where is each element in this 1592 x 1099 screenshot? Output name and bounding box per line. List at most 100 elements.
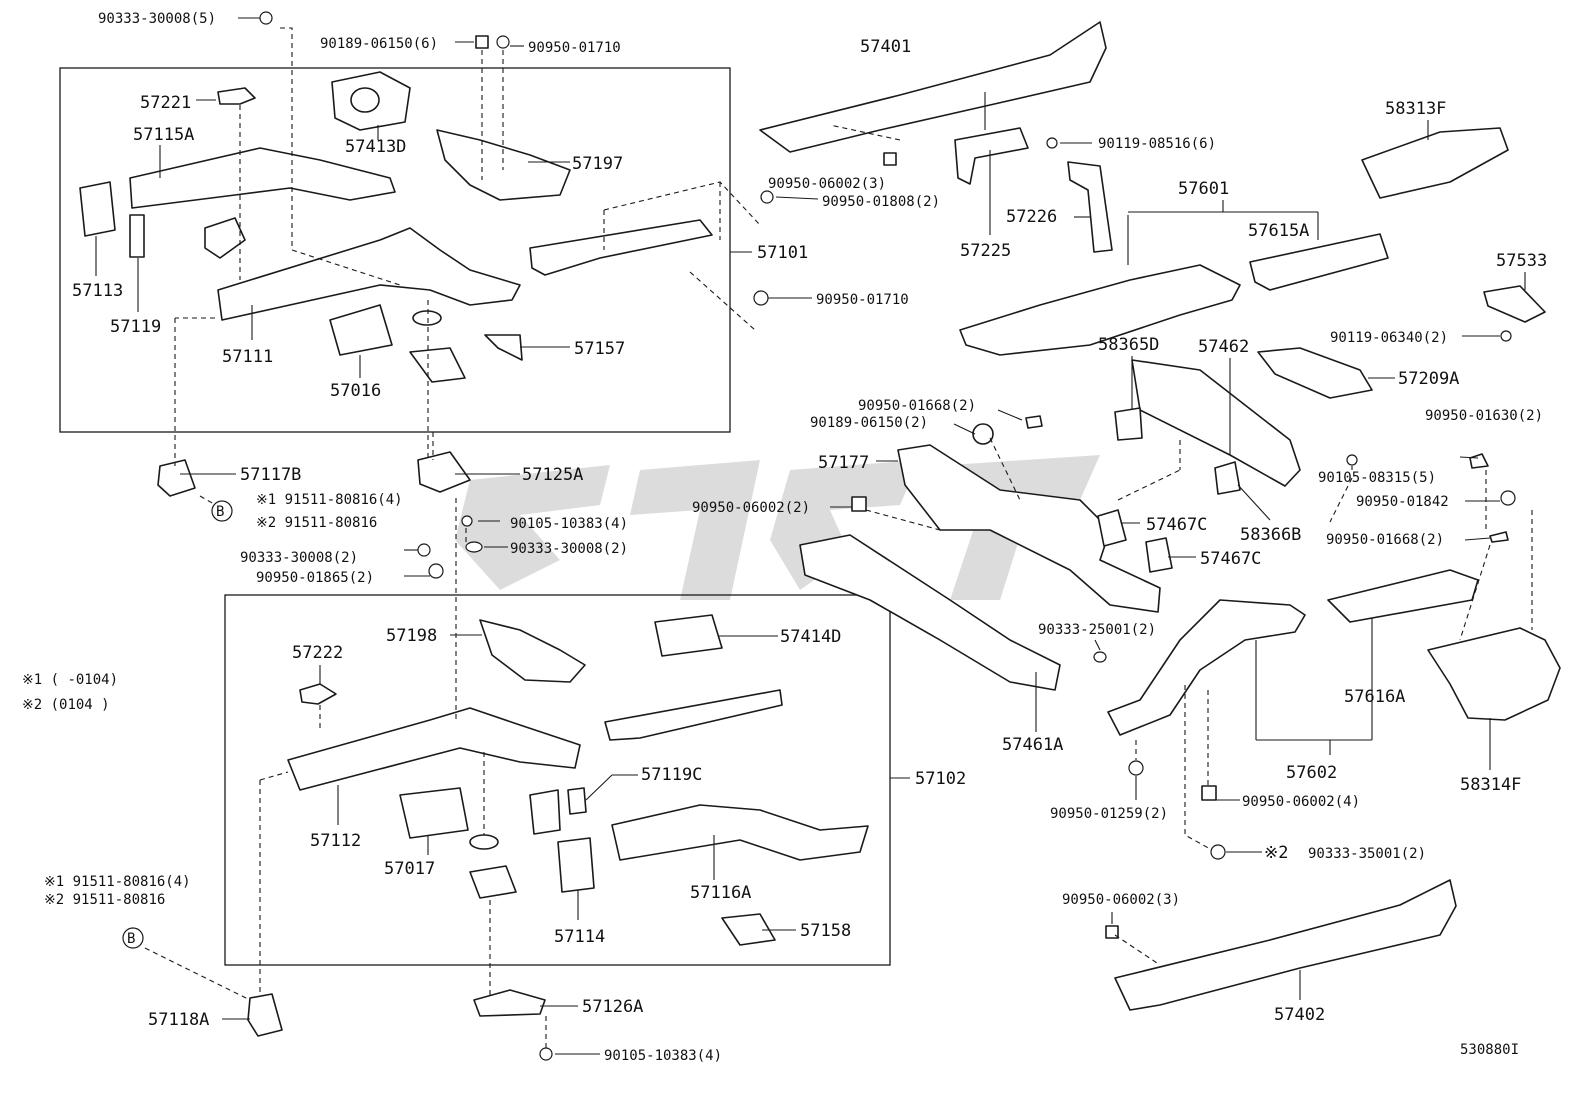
legend-note-1: ※1 ( -0104) [22, 672, 118, 688]
label-58314F: 58314F [1460, 775, 1521, 795]
label-57413D: 57413D [345, 137, 406, 157]
ref-circle-b-1 [211, 500, 233, 522]
bracket-57533-shape [1483, 285, 1546, 323]
label-57462: 57462 [1198, 337, 1249, 357]
label-90189-06150-2: 90189-06150(2) [810, 415, 928, 431]
group-box-57101 [59, 67, 731, 433]
label-57113: 57113 [72, 281, 123, 301]
label-58313F: 58313F [1385, 99, 1446, 119]
plate-57157-shape [484, 334, 523, 361]
label-58365D: 58365D [1098, 335, 1159, 355]
label-57209A: 57209A [1398, 369, 1459, 389]
label-90950-01668-2-b: 90950-01668(2) [1326, 532, 1444, 548]
label-90105-08315-5: 90105-08315(5) [1318, 470, 1436, 486]
crossmember-57177-shape [897, 444, 1161, 613]
label-57533: 57533 [1496, 251, 1547, 271]
bracket-57118A-shape [247, 993, 283, 1037]
label-57414D: 57414D [780, 627, 841, 647]
label-57467C-1: 57467C [1146, 515, 1207, 535]
label-90950-01710-top: 90950-01710 [528, 40, 621, 56]
label-57119: 57119 [110, 317, 161, 337]
reference-labels: ※1 91511-80816(4) ※2 91511-80816 ※1 9151… [22, 492, 1288, 908]
rocker-57402-shape [1114, 879, 1457, 1011]
brace-57198-shape [479, 619, 586, 683]
label-57111: 57111 [222, 347, 273, 367]
label-90333-30008-2-b: 90333-30008(2) [510, 541, 628, 557]
label-90950-01842: 90950-01842 [1356, 494, 1449, 510]
label-57157: 57157 [574, 339, 625, 359]
bracket-58314F-shape [1427, 627, 1561, 721]
label-57158: 57158 [800, 921, 851, 941]
label-90950-01710-mid: 90950-01710 [816, 292, 909, 308]
brace-57197-shape [436, 129, 571, 201]
label-58366B: 58366B [1240, 525, 1301, 545]
label-57402: 57402 [1274, 1005, 1325, 1025]
label-90950-06002-2: 90950-06002(2) [692, 500, 810, 516]
label-57112: 57112 [310, 831, 361, 851]
ref-note-1a: ※1 91511-80816(4) [256, 492, 403, 508]
bracket-57125A-shape [417, 451, 471, 493]
bracket-57414D-shape [654, 614, 723, 657]
label-57197: 57197 [572, 154, 623, 174]
dashed-assembly-lines [144, 27, 1533, 1048]
member-57615A-shape [1249, 233, 1389, 291]
leader-lines [95, 17, 1526, 1055]
group-box-57102 [224, 594, 891, 966]
member-57461A-shape [799, 534, 1061, 691]
label-90950-06002-3-top: 90950-06002(3) [768, 176, 886, 192]
label-57198: 57198 [386, 626, 437, 646]
label-57125A: 57125A [522, 465, 583, 485]
bracket-57126A-shape [473, 989, 546, 1017]
brace-57226-shape [1067, 161, 1113, 253]
label-57461A: 57461A [1002, 735, 1063, 755]
bracket-57017-shape [399, 787, 469, 839]
bracket-57222-shape [299, 683, 337, 705]
rocker-57401-shape [759, 21, 1107, 153]
label-57225: 57225 [960, 241, 1011, 261]
member-57602-shape [1107, 599, 1306, 736]
member-57116A-shape [611, 804, 869, 861]
ref-circle-b-2-label: B [127, 931, 135, 947]
mount-57467C-1-shape [1097, 509, 1127, 547]
label-90105-10383-4-a: 90105-10383(4) [510, 516, 628, 532]
side-member-57101-shape [529, 219, 713, 276]
ref-note-2a: ※1 91511-80816(4) [44, 874, 191, 890]
label-57401: 57401 [860, 37, 911, 57]
label-90950-01630-2: 90950-01630(2) [1425, 408, 1543, 424]
label-57117B: 57117B [240, 465, 301, 485]
ref-circle-b-2 [122, 927, 144, 949]
label-90950-01668-2-a: 90950-01668(2) [858, 398, 976, 414]
brace-57225-shape [954, 127, 1029, 185]
label-57114: 57114 [554, 927, 605, 947]
plate-57119-shape [129, 214, 145, 258]
label-90189-06150-6: 90189-06150(6) [320, 36, 438, 52]
label-57615A: 57615A [1248, 221, 1309, 241]
label-90950-01808-2: 90950-01808(2) [822, 194, 940, 210]
label-90333-30008-5: 90333-30008(5) [98, 11, 216, 27]
plate-57158-shape [721, 913, 776, 946]
ref-note-3: ※2 [1264, 843, 1288, 863]
label-90333-25001-2: 90333-25001(2) [1038, 622, 1156, 638]
label-57016: 57016 [330, 381, 381, 401]
side-member-57111-shape [217, 227, 521, 321]
label-57177: 57177 [818, 453, 869, 473]
label-57467C-2: 57467C [1200, 549, 1261, 569]
label-57116A: 57116A [690, 883, 751, 903]
label-90333-30008-2-a: 90333-30008(2) [240, 550, 358, 566]
member-57414D-lower-shape [604, 689, 783, 741]
label-57118A: 57118A [148, 1010, 209, 1030]
label-90950-01865-2: 90950-01865(2) [256, 570, 374, 586]
label-57601: 57601 [1178, 179, 1229, 199]
bracket-57119C-shape [567, 787, 587, 815]
ref-note-1b: ※2 91511-80816 [256, 515, 377, 531]
label-90950-06002-3-bottom: 90950-06002(3) [1062, 892, 1180, 908]
label-90119-06340-2: 90119-06340(2) [1330, 330, 1448, 346]
ref-note-2b: ※2 91511-80816 [44, 892, 165, 908]
label-57017: 57017 [384, 859, 435, 879]
bracket-57016-shape [329, 304, 393, 356]
part-number-labels: 57101 57102 57221 57115A 57413D 57197 57… [72, 37, 1547, 1058]
label-57222: 57222 [292, 643, 343, 663]
label-57101: 57101 [757, 243, 808, 263]
diagram-code: 530880I [1460, 1042, 1519, 1058]
